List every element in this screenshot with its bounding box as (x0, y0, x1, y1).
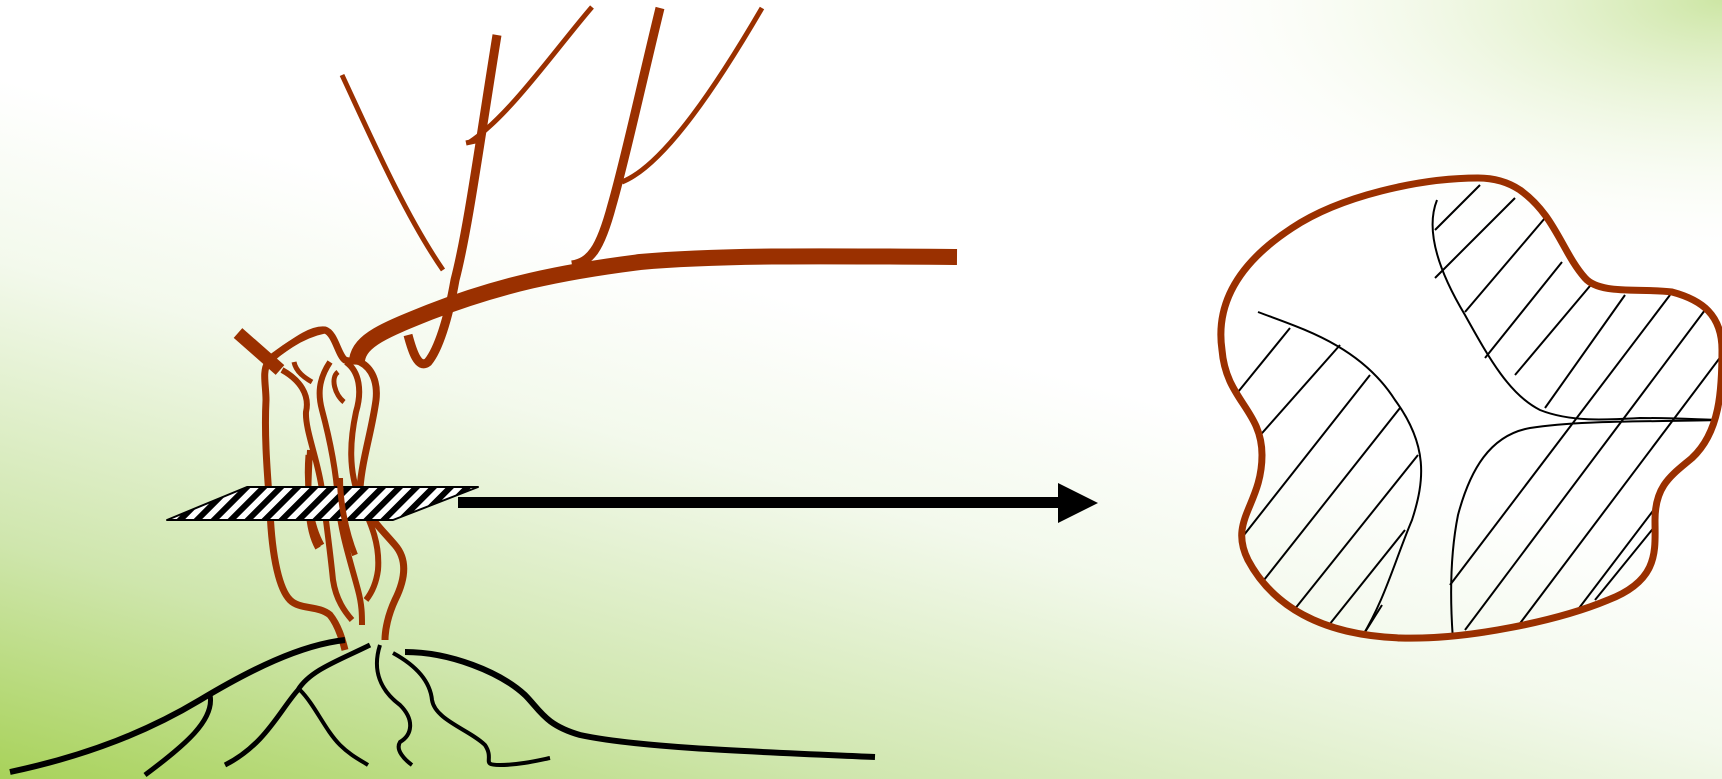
branch-stub-1 (466, 140, 480, 143)
arrow-shaft (458, 497, 1070, 508)
